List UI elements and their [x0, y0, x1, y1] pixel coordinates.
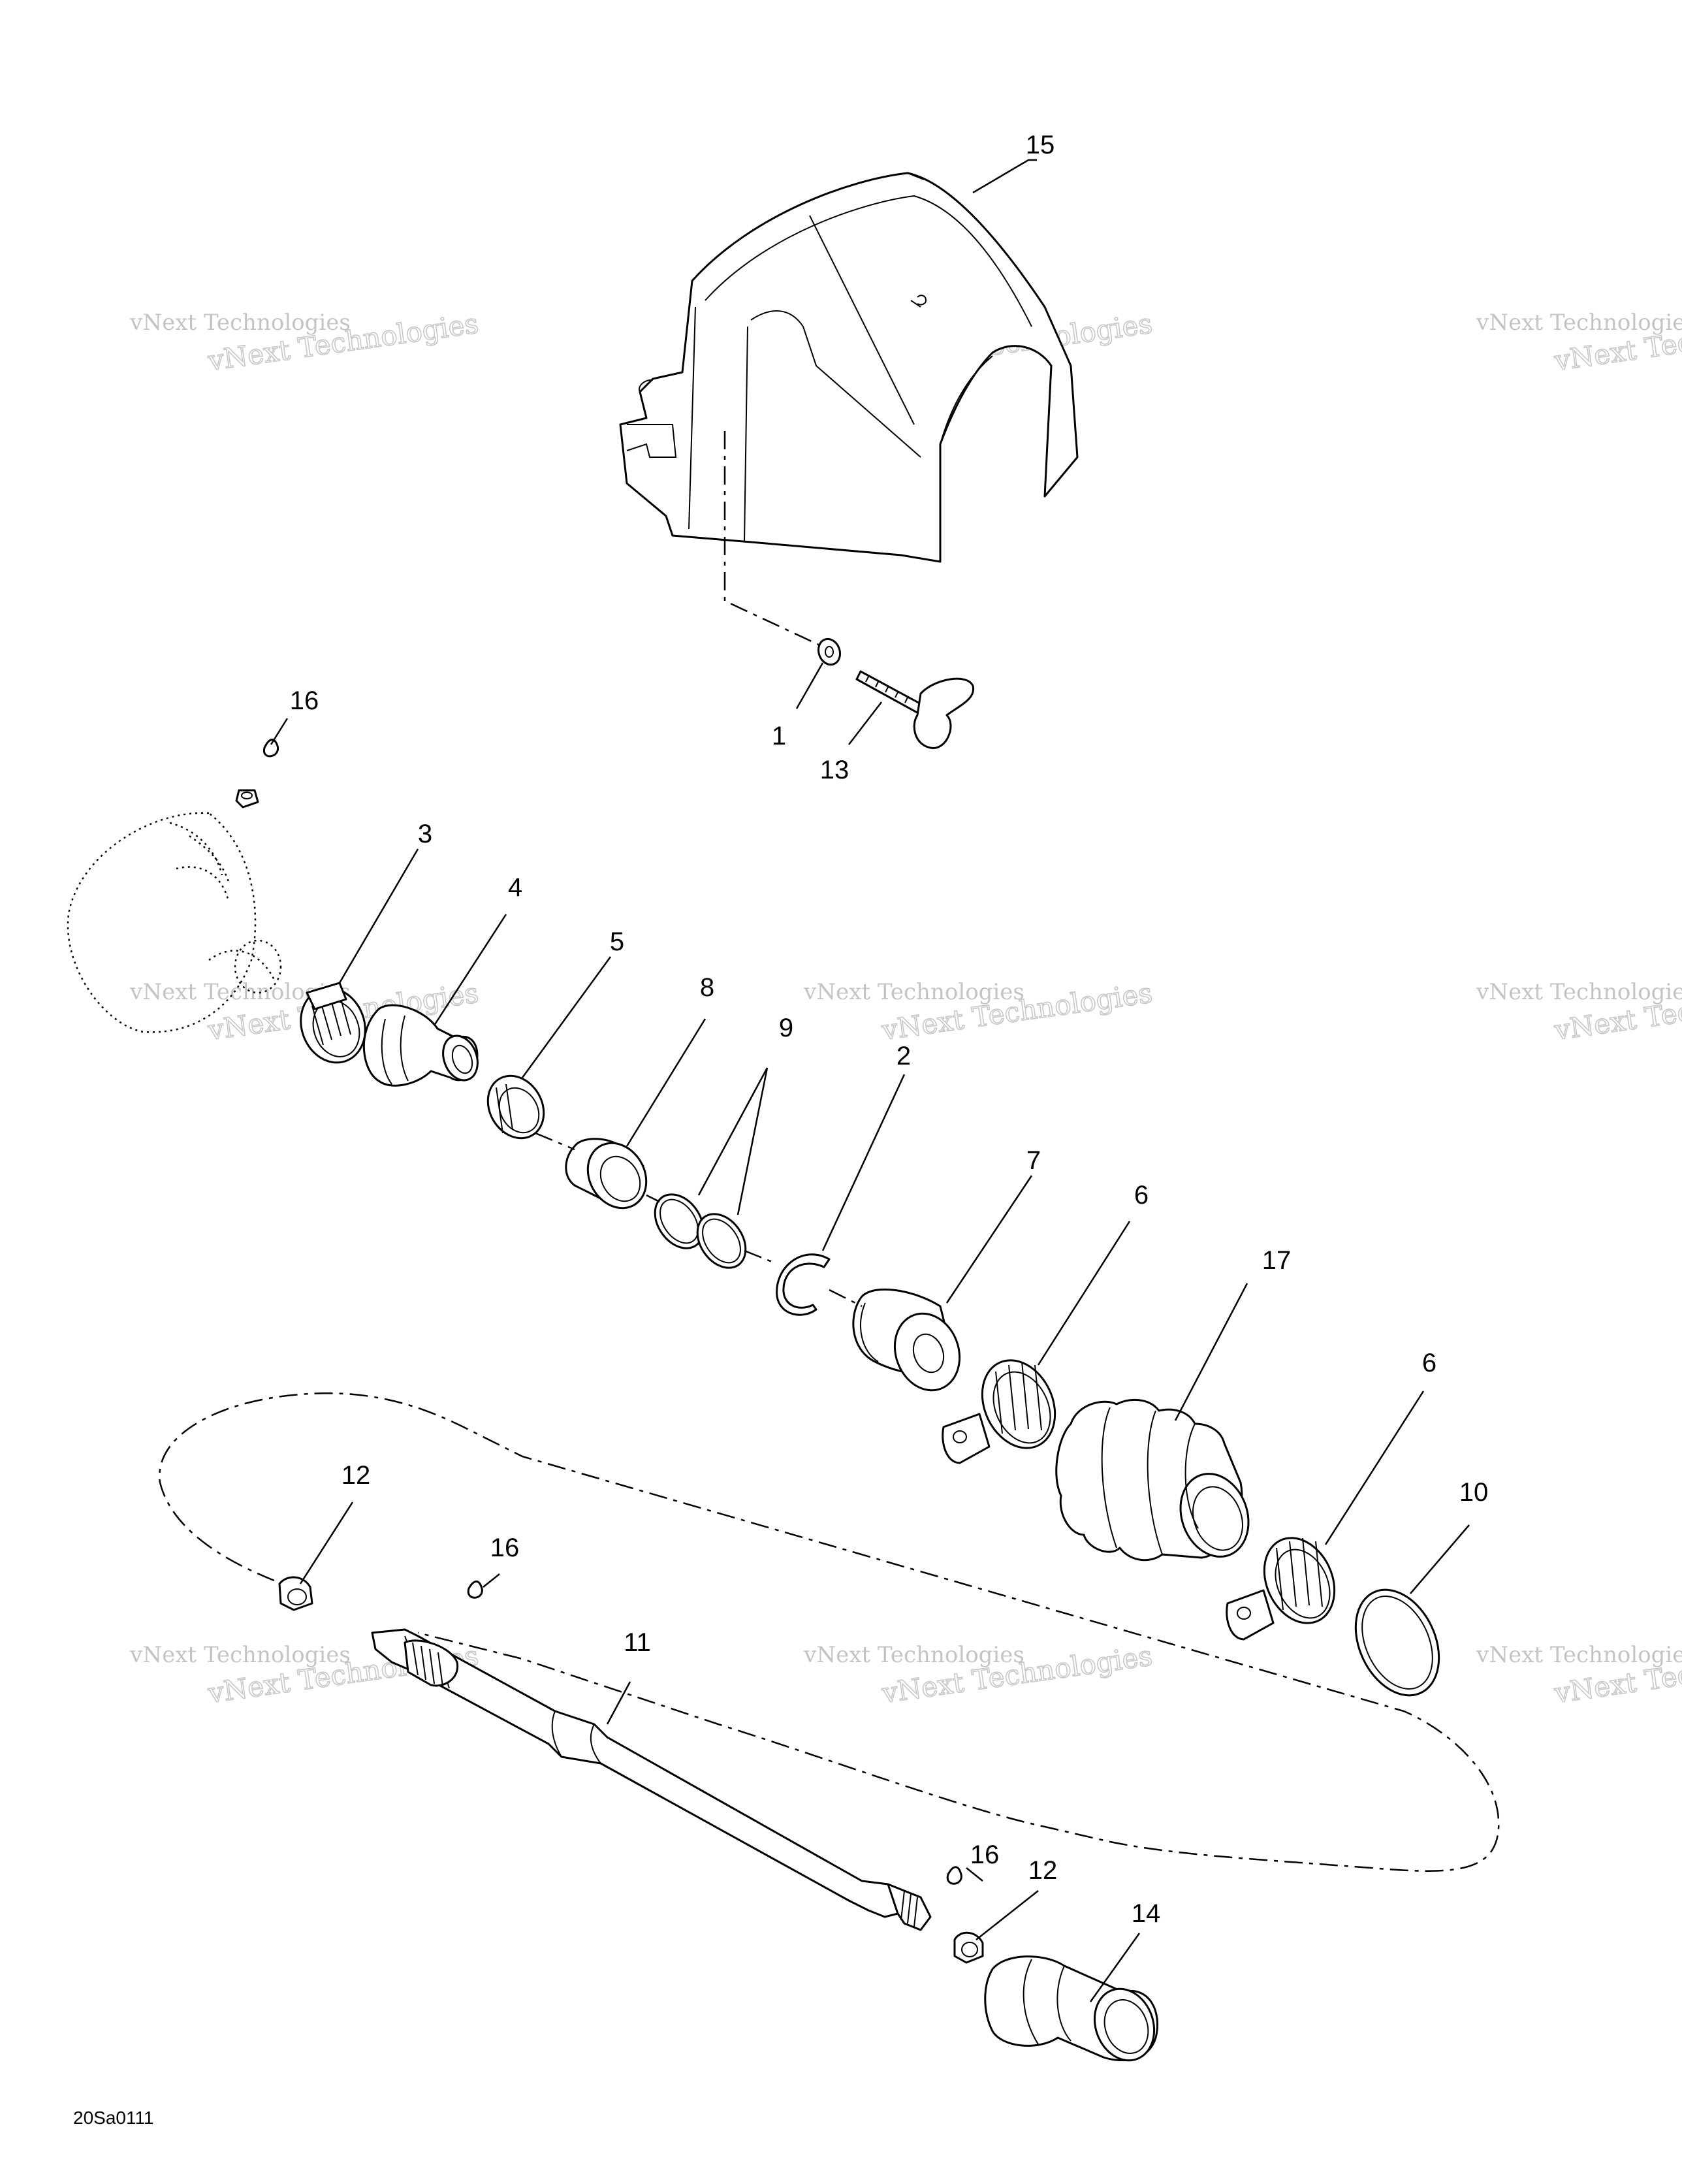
assembly-dashed-loop — [159, 1392, 1500, 1872]
steering-wheel-reference — [67, 812, 282, 1033]
callout-6-upper: 6 — [1134, 1181, 1149, 1210]
part-6-clamp-upper — [942, 1359, 1056, 1464]
assembly-axis-line — [535, 1132, 863, 1308]
part-16-grease-fitting-top — [235, 739, 279, 809]
callout-2: 2 — [897, 1042, 911, 1070]
callout-10: 10 — [1459, 1478, 1489, 1507]
callout-16-lower: 16 — [970, 1840, 1000, 1869]
part-16-grease-fitting-lower — [946, 1866, 962, 1885]
part-8-bushing — [565, 1138, 648, 1210]
callout-5: 5 — [610, 927, 624, 956]
callout-15: 15 — [1026, 131, 1055, 159]
part-15-cover — [619, 172, 1079, 648]
callout-6-lower: 6 — [1422, 1349, 1436, 1377]
figure-code: 20Sa0111 — [73, 2108, 154, 2128]
watermark-text: vNext Technologies — [1476, 1642, 1682, 1668]
part-3-clamp — [300, 982, 366, 1064]
part-1-washer — [817, 637, 842, 666]
callout-1: 1 — [772, 722, 786, 750]
callout-4: 4 — [508, 873, 522, 902]
callout-16-top: 16 — [290, 686, 319, 715]
callout-12-lower: 12 — [1028, 1856, 1058, 1885]
part-10-ring — [1354, 1588, 1440, 1697]
callout-9: 9 — [779, 1014, 793, 1042]
watermark-text: vNext Technologies — [129, 1642, 351, 1668]
part-12-nut-lower — [953, 1931, 984, 1964]
watermark-text: vNext Technologies — [803, 1642, 1024, 1668]
part-6-clamp-lower — [1226, 1537, 1336, 1641]
watermark-text: vNext Technologies — [1476, 310, 1682, 336]
part-2-circlip — [776, 1253, 831, 1316]
watermark-text: vNext Technologies — [129, 310, 351, 336]
callout-7: 7 — [1026, 1146, 1041, 1175]
watermark-text: vNext Technologies — [803, 979, 1024, 1005]
part-7-bearing — [852, 1288, 961, 1392]
part-13-wing-bolt — [855, 670, 975, 749]
part-9-o-rings — [654, 1193, 747, 1269]
callout-12-upper: 12 — [341, 1461, 371, 1490]
part-4-adapter — [363, 1004, 479, 1087]
callout-13: 13 — [820, 756, 849, 784]
leader-lines — [270, 159, 1470, 2002]
part-14-sleeve — [984, 1955, 1159, 2062]
callout-17: 17 — [1262, 1246, 1292, 1275]
part-17-bellows-boot — [1055, 1398, 1250, 1562]
part-12-nut-upper — [278, 1576, 313, 1611]
part-5-ring — [486, 1074, 545, 1140]
callout-14: 14 — [1132, 1899, 1161, 1928]
callout-8: 8 — [700, 973, 714, 1002]
watermark-text: vNext Technologies — [1476, 979, 1682, 1005]
part-11-steering-shaft — [371, 1628, 932, 1931]
part-16-grease-fitting-middle — [467, 1581, 483, 1599]
callout-16-middle: 16 — [490, 1534, 520, 1562]
callout-11: 11 — [624, 1628, 651, 1657]
callout-3: 3 — [418, 820, 432, 848]
